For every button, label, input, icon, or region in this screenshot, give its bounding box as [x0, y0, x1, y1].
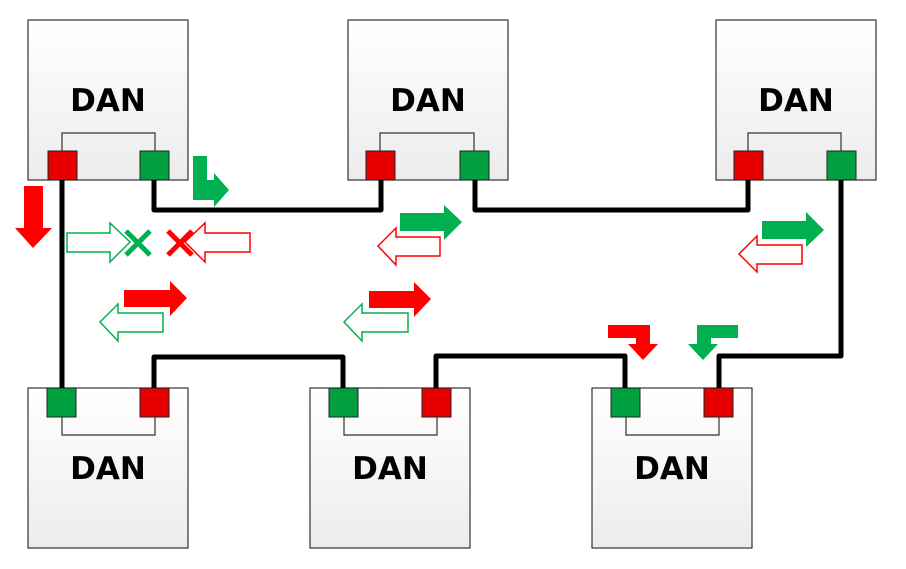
port-red	[47, 150, 78, 181]
port-green	[610, 387, 641, 418]
port-green	[459, 150, 490, 181]
node-label: DAN	[634, 451, 710, 487]
node-label: DAN	[758, 83, 834, 119]
turn-arrow-down-icon	[688, 325, 738, 360]
hollow-arrow-right-icon	[66, 221, 132, 264]
link	[151, 180, 384, 213]
port-red	[733, 150, 764, 181]
link	[151, 354, 346, 388]
port-green	[826, 150, 857, 181]
link	[472, 180, 751, 213]
arrow-right-icon	[124, 281, 187, 316]
hollow-arrow-left-icon	[737, 234, 803, 274]
node-label: DAN	[390, 83, 466, 119]
hollow-arrow-left-icon	[376, 226, 441, 267]
port-red	[365, 150, 396, 181]
node-label: DAN	[70, 83, 146, 119]
link	[716, 180, 844, 388]
arrow-right-icon	[762, 212, 824, 247]
arrow-down-icon	[15, 186, 52, 248]
port-red	[421, 387, 452, 418]
node-bottom-3: DAN	[591, 387, 753, 549]
blocked-x-icon	[124, 229, 152, 257]
arrow-right-icon	[400, 205, 462, 240]
node-top-2: DAN	[347, 19, 509, 181]
node-bottom-1: DAN	[27, 387, 189, 549]
port-green	[139, 150, 170, 181]
port-red	[139, 387, 170, 418]
arrow-right-icon	[369, 282, 431, 317]
hollow-arrow-left-icon	[183, 221, 251, 264]
port-red	[703, 387, 734, 418]
hollow-arrow-left-icon	[342, 302, 409, 343]
node-top-1: DAN	[27, 19, 189, 181]
hollow-arrow-left-icon	[98, 302, 164, 343]
link	[433, 353, 628, 388]
turn-arrow-down-icon	[608, 325, 658, 360]
node-label: DAN	[70, 451, 146, 487]
node-top-3: DAN	[715, 19, 877, 181]
node-bottom-2: DAN	[309, 387, 471, 549]
port-green	[46, 387, 77, 418]
port-green	[328, 387, 359, 418]
links	[59, 180, 844, 388]
turn-arrow-icon	[193, 156, 229, 207]
node-label: DAN	[352, 451, 428, 487]
blocked-x-icon	[166, 229, 194, 257]
